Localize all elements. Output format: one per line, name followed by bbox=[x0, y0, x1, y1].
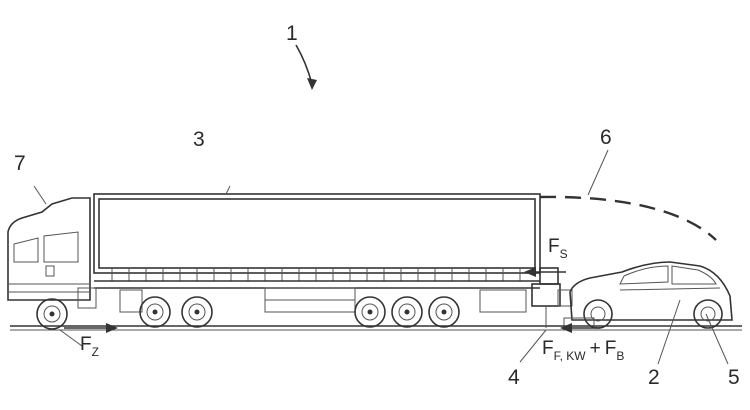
force-combined-label: FF, KW+FB bbox=[542, 338, 624, 363]
force-arrows bbox=[59, 267, 600, 363]
label-6: 6 bbox=[600, 126, 612, 149]
force-fz-label: FZ bbox=[80, 334, 99, 359]
tractor-cab bbox=[7, 185, 97, 309]
label-3: 3 bbox=[193, 128, 205, 151]
coupler-unit bbox=[531, 267, 573, 328]
trailer-wheels bbox=[354, 296, 460, 328]
trailer-chassis bbox=[94, 280, 540, 313]
label-4: 4 bbox=[508, 366, 520, 389]
label-2: 2 bbox=[648, 366, 660, 389]
label-1: 1 bbox=[286, 22, 298, 45]
passenger-car bbox=[563, 261, 733, 365]
trailer-body bbox=[93, 185, 541, 281]
label-7: 7 bbox=[14, 152, 26, 175]
force-labels: FS FZ FF, KW+FB bbox=[80, 236, 624, 363]
trajectory-dashed-line bbox=[539, 195, 717, 241]
reference-labels: 1 3 6 7 4 2 5 bbox=[14, 22, 740, 389]
label-5: 5 bbox=[728, 366, 740, 389]
tractor-wheels bbox=[36, 296, 213, 330]
force-fs-label: FS bbox=[548, 236, 568, 261]
system-arrow bbox=[295, 44, 317, 90]
trailer-straps bbox=[111, 268, 521, 281]
